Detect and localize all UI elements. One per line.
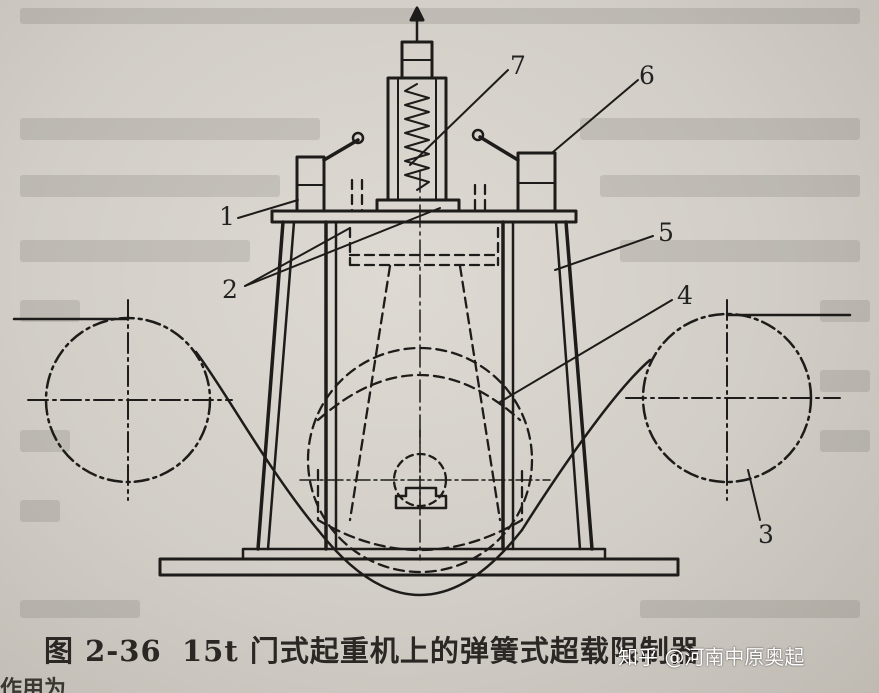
leader-lines <box>237 69 761 521</box>
right-limit-switch <box>471 128 557 213</box>
label-6: 6 <box>639 61 655 90</box>
label-3: 3 <box>758 520 774 549</box>
label-2: 2 <box>222 275 238 304</box>
label-4: 4 <box>677 281 693 310</box>
label-1: 1 <box>219 202 235 231</box>
left-rope-drum <box>27 299 233 501</box>
label-7: 7 <box>510 51 526 80</box>
cut-off-body-text: 作用为 <box>0 676 67 693</box>
wire-rope <box>12 313 852 597</box>
label-5: 5 <box>658 218 674 247</box>
part-number-labels: 1 2 3 4 5 6 7 <box>219 51 774 549</box>
right-rope-drum <box>625 299 841 501</box>
figure-title: 15t 门式起重机上的弹簧式超载限制器 <box>182 634 700 668</box>
figure-number: 图 2-36 <box>44 634 162 668</box>
left-limit-switch <box>295 131 365 213</box>
zhihu-watermark: 知乎 @河南中原奥起 <box>618 645 805 669</box>
hanging-beam <box>348 178 500 267</box>
spring-coil <box>404 83 430 191</box>
figure-caption: 图 2-36 15t 门式起重机上的弹簧式超载限制器 <box>44 628 844 672</box>
